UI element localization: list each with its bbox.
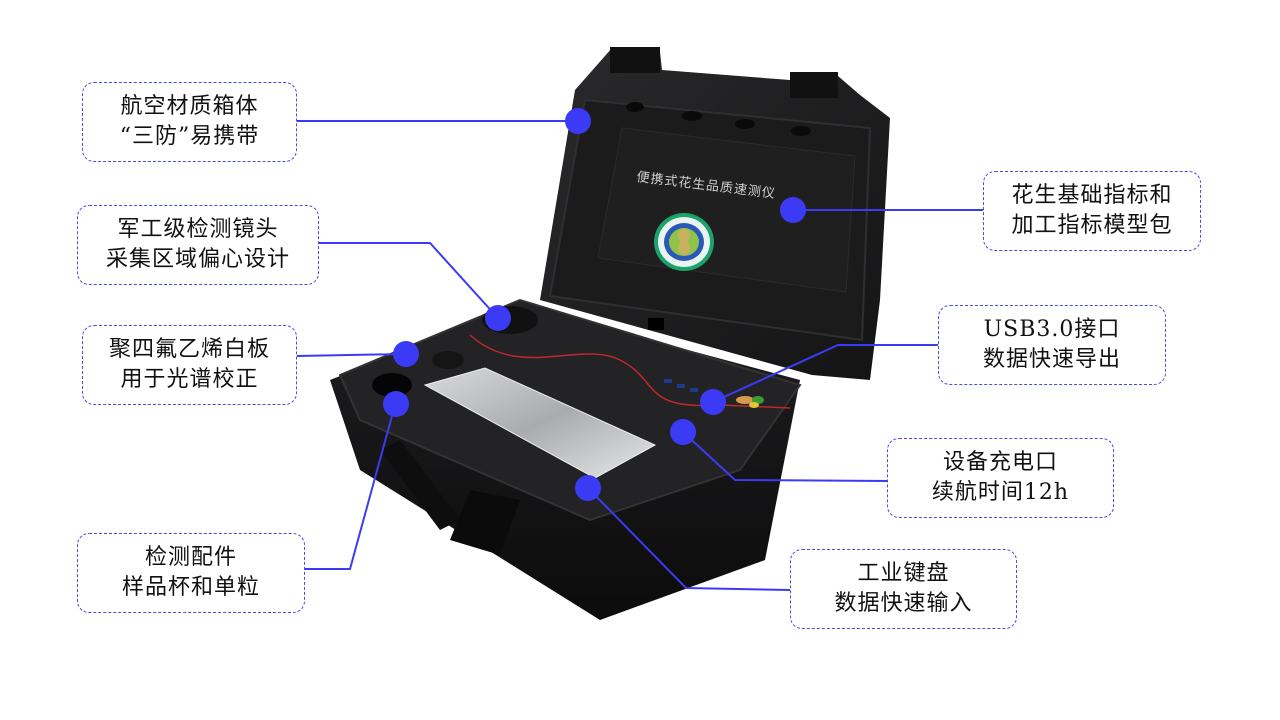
latch-right <box>790 72 838 98</box>
leader-line-lens <box>319 242 498 318</box>
leader-line-accessories <box>305 404 396 570</box>
handle <box>380 440 460 530</box>
callout-accessories: 检测配件 样品杯和单粒 <box>77 533 305 613</box>
leader-line-keyboard <box>587 487 791 591</box>
institute-logo <box>654 213 714 271</box>
marker-dot-models[interactable] <box>780 197 806 223</box>
callout-charging-line2: 续航时间12h <box>931 480 1070 505</box>
leader-line-charging <box>682 431 889 482</box>
callout-ptfe: 聚四氟乙烯白板 用于光谱校正 <box>82 325 297 405</box>
marker-dot-usb[interactable] <box>700 389 726 415</box>
marker-dot-lens[interactable] <box>485 305 511 331</box>
case-base <box>330 298 802 620</box>
callout-usb: USB3.0接口 数据快速导出 <box>938 305 1166 385</box>
callout-accessories-line2: 样品杯和单粒 <box>121 575 260 600</box>
peanut-sticker <box>736 396 764 408</box>
callout-lens-line2: 采集区域偏心设计 <box>105 247 290 272</box>
leader-lines <box>296 120 983 591</box>
marker-dot-case[interactable] <box>565 108 591 134</box>
callout-models: 花生基础指标和 加工指标模型包 <box>983 171 1201 251</box>
marker-dot-accessories[interactable] <box>383 391 409 417</box>
callout-keyboard-line2: 数据快速输入 <box>834 591 973 616</box>
red-trace <box>469 334 791 409</box>
usb-ports <box>664 379 698 392</box>
callout-charging-line1: 设备充电口 <box>942 450 1058 475</box>
callout-usb-line2: 数据快速导出 <box>982 347 1121 372</box>
leader-line-ptfe <box>296 353 406 357</box>
marker-dot-ptfe[interactable] <box>393 341 419 367</box>
callout-models-line1: 花生基础指标和 <box>1011 183 1173 208</box>
callout-case-line2: “三防”易携带 <box>119 124 260 149</box>
callout-accessories-line1: 检测配件 <box>144 545 237 570</box>
marker-dot-keyboard[interactable] <box>575 475 601 501</box>
callout-keyboard-line1: 工业键盘 <box>857 561 950 586</box>
industrial-keyboard <box>423 367 657 479</box>
callout-ptfe-line1: 聚四氟乙烯白板 <box>108 337 270 362</box>
sample-cup-slot <box>372 373 412 397</box>
callout-charging: 设备充电口 续航时间12h <box>887 438 1114 518</box>
speaker-vents <box>626 102 811 136</box>
callout-case-line1: 航空材质箱体 <box>120 94 259 119</box>
callout-lens: 军工级检测镜头 采集区域偏心设计 <box>77 205 319 285</box>
marker-dots <box>383 108 806 501</box>
callout-case: 航空材质箱体 “三防”易携带 <box>82 82 297 162</box>
latch-left <box>610 47 660 73</box>
callout-usb-line1: USB3.0接口 <box>983 317 1121 342</box>
callout-lens-line1: 军工级检测镜头 <box>117 217 279 242</box>
callout-ptfe-line2: 用于光谱校正 <box>120 367 259 392</box>
marker-dot-charging[interactable] <box>670 419 696 445</box>
callout-models-line2: 加工指标模型包 <box>1011 213 1173 238</box>
callout-keyboard: 工业键盘 数据快速输入 <box>790 549 1017 629</box>
leader-line-usb <box>712 344 938 403</box>
